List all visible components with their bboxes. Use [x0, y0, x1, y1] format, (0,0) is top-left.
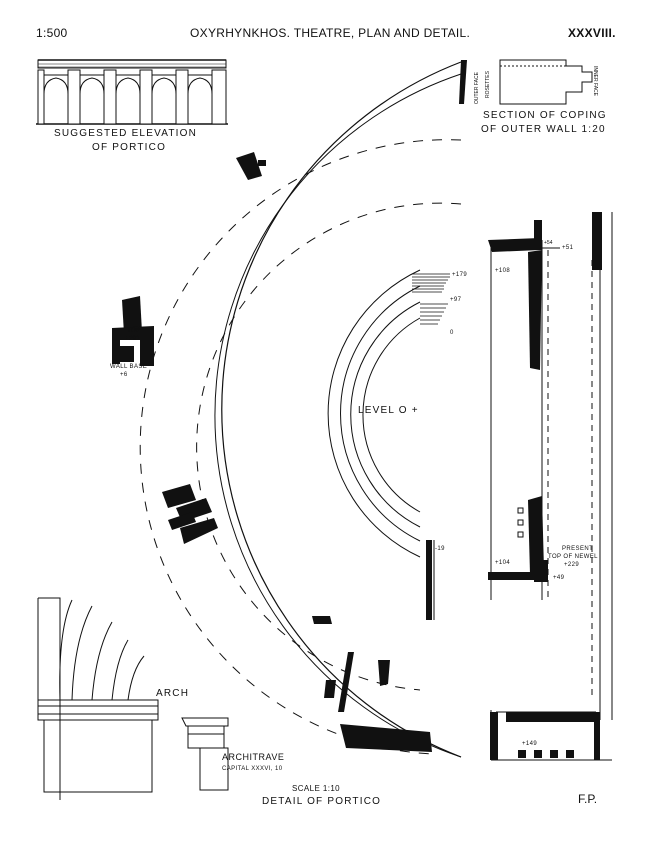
step-0: 0 [450, 330, 454, 336]
section-54: +54 [544, 240, 553, 246]
coping-caption-2: OF OUTER WALL 1:20 [481, 124, 606, 135]
portico-detail-drawing [37, 597, 229, 800]
scale-label: 1:500 [36, 26, 68, 40]
arch-label: ARCH [156, 688, 190, 699]
section-drawing [490, 212, 613, 761]
detail-scale: SCALE 1:10 [292, 784, 341, 793]
elevation-drawing [36, 59, 228, 125]
section-108: +108 [495, 268, 511, 274]
wall-base-value: +6 [120, 372, 128, 378]
coping-inner-face-label: INNER FACE [592, 66, 598, 97]
level-label: LEVEL O + [358, 405, 419, 416]
architrave-label: ARCHITRAVE [222, 752, 285, 762]
section-229: +229 [564, 562, 580, 568]
orchestra-minus: -19 [435, 546, 445, 552]
section-49: +49 [553, 575, 565, 581]
step-97: +97 [450, 297, 462, 303]
step-179: +179 [452, 272, 468, 278]
top-value: +291 [125, 336, 141, 342]
section-149: +149 [522, 741, 538, 747]
signature: F.P. [578, 792, 598, 806]
elevation-caption-1: SUGGESTED ELEVATION [54, 128, 198, 139]
capital-ref: CAPITAL XXXVI, 10 [222, 766, 283, 772]
section-51: +51 [562, 245, 574, 251]
section-104: +104 [495, 560, 511, 566]
coping-rosettes-label: ROSETTES [485, 71, 491, 98]
plate-number: XXXVIII. [568, 26, 616, 40]
top-label: TOP [127, 328, 141, 334]
coping-caption-1: SECTION OF COPING [483, 110, 607, 121]
page-title: OXYRHYNKHOS. THEATRE, PLAN AND DETAIL. [190, 26, 471, 40]
wall-base-label: WALL BASE [110, 364, 148, 370]
elevation-caption-2: OF PORTICO [92, 142, 167, 153]
coping-outer-face-label: OUTER FACE [474, 72, 480, 104]
detail-caption: DETAIL OF PORTICO [262, 796, 382, 807]
coping-section-drawing [499, 59, 593, 105]
newel-label: TOP OF NEWEL [548, 554, 598, 560]
present-label: PRESENT [562, 546, 594, 552]
